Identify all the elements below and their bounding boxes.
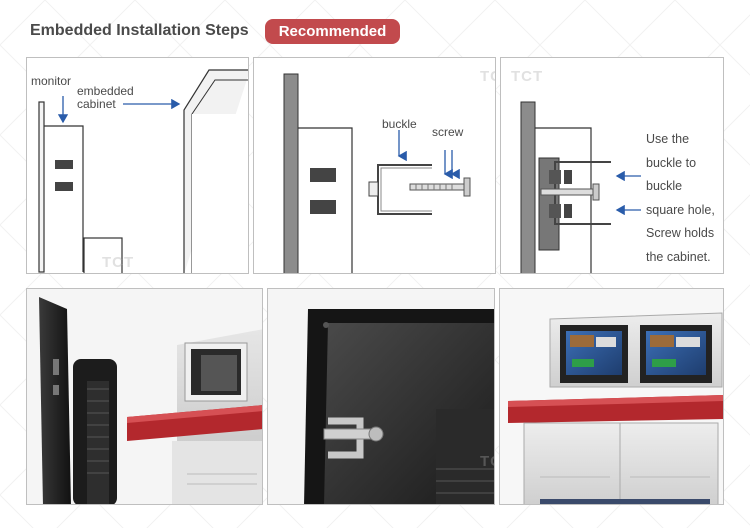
header: Embedded Installation Steps Recommended xyxy=(30,16,401,46)
note-line: buckle to xyxy=(646,155,697,170)
photo3-panel xyxy=(499,288,724,505)
step1-panel: monitor embedded cabinet TCT xyxy=(26,57,249,274)
buckle-label: buckle xyxy=(382,117,417,131)
watermark: TCT xyxy=(102,254,135,271)
note-line: the cabinet. xyxy=(646,249,711,264)
photo1-illustration xyxy=(27,289,262,504)
watermark: TCT xyxy=(480,453,494,470)
photo2-panel: TCT xyxy=(267,288,495,505)
note-line: square hole, xyxy=(646,202,715,217)
photo1-panel xyxy=(26,288,263,505)
step3-panel: Use the buckle to buckle square hole, Sc… xyxy=(500,57,724,274)
monitor-label: monitor xyxy=(31,74,72,88)
recommended-badge: Recommended xyxy=(264,18,401,44)
photo3-illustration xyxy=(500,289,723,504)
watermark: TCT xyxy=(480,68,495,85)
page-title: Embedded Installation Steps xyxy=(30,22,249,39)
step3-note: Use the buckle to buckle square hole, Sc… xyxy=(646,128,715,269)
photo2-illustration xyxy=(268,289,494,504)
step1-diagram xyxy=(38,69,248,273)
step2-diagram xyxy=(283,73,471,273)
note-line: buckle xyxy=(646,179,683,193)
step2-panel: buckle screw TCT xyxy=(253,57,496,274)
watermark: TCT xyxy=(511,68,544,85)
embedded-cabinet-label-2: cabinet xyxy=(77,97,116,111)
screw-label: screw xyxy=(432,125,464,139)
note-line: Use the xyxy=(646,132,690,146)
embedded-cabinet-label-1: embedded xyxy=(77,84,134,98)
note-line: Screw holds xyxy=(646,226,715,240)
step3-diagram xyxy=(520,101,641,273)
